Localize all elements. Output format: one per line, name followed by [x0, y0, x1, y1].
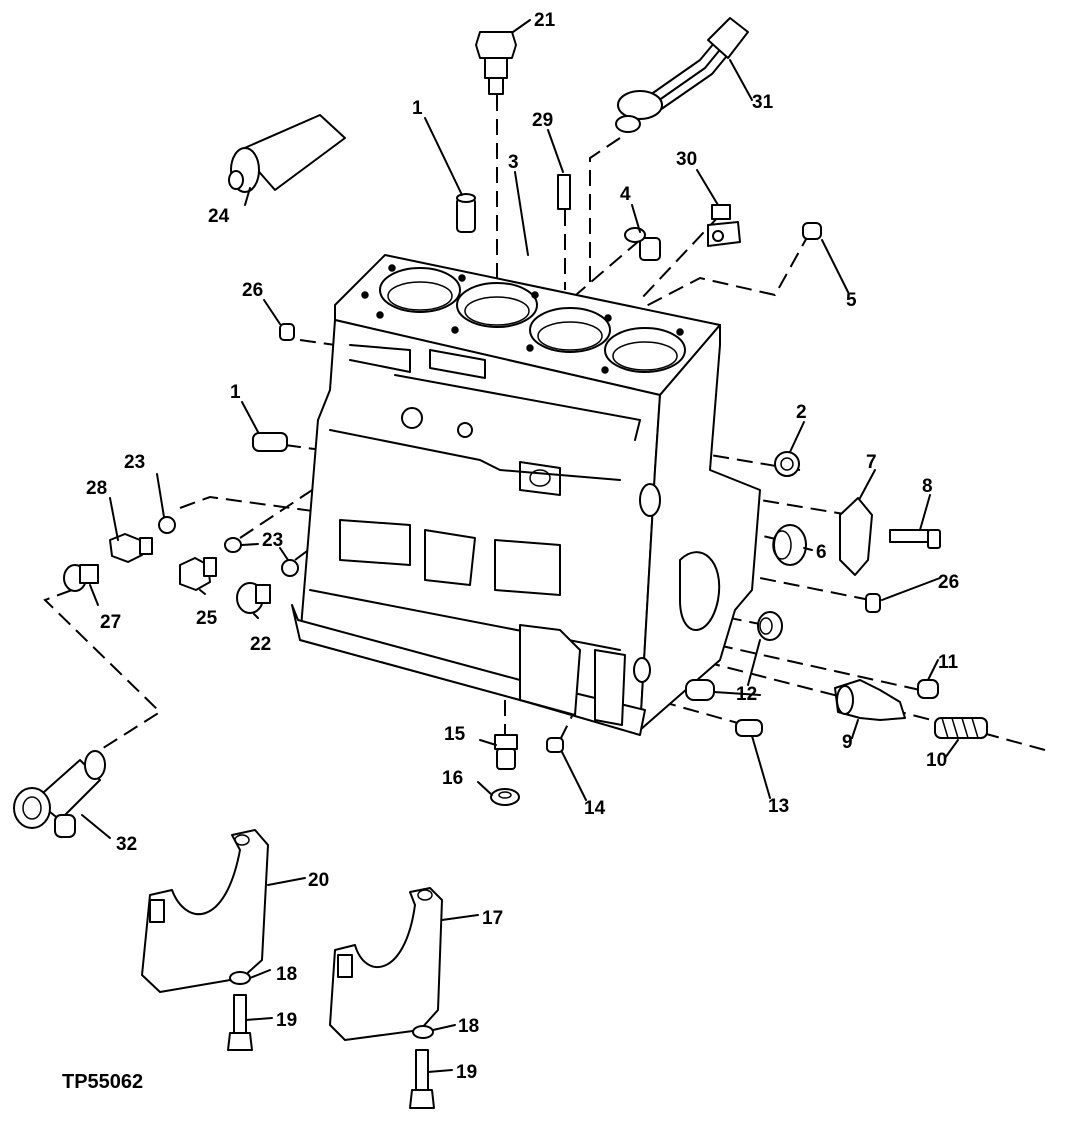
- part-4-plug: [624, 227, 661, 261]
- callouts: 21 31 1 29 3 30 4 24 26 5 1 2 23 7 28 8 …: [86, 10, 959, 1083]
- callout-1-left: 1: [230, 382, 241, 403]
- part-9-valve: [834, 679, 906, 721]
- part-18-washer-b: [412, 1025, 434, 1039]
- callout-21: 21: [534, 10, 556, 31]
- callout-5: 5: [846, 290, 857, 311]
- part-14-plug: [546, 737, 564, 753]
- part-12-bushing-b: [685, 679, 715, 701]
- part-22-plug: [236, 582, 271, 614]
- part-8-cap-screw: [889, 529, 941, 549]
- callout-6: 6: [816, 542, 827, 563]
- part-16-seal-ring: [490, 788, 520, 806]
- callout-18-left: 18: [276, 964, 297, 985]
- part-32-tee-fitting: [13, 750, 106, 838]
- part-20-bearing-cap: [141, 829, 269, 993]
- part-7-thrust-plate: [839, 497, 873, 576]
- callout-18-right: 18: [458, 1016, 479, 1037]
- part-15-fitting: [494, 734, 518, 770]
- callout-9: 9: [842, 732, 853, 753]
- part-31-sensor: [615, 17, 749, 133]
- callout-2: 2: [796, 402, 807, 423]
- part-27-fitting: [63, 564, 99, 592]
- callout-27: 27: [100, 612, 121, 633]
- callout-7: 7: [866, 452, 877, 473]
- callout-20: 20: [308, 870, 329, 891]
- part-6-bushing: [772, 524, 807, 566]
- callout-26-right: 26: [938, 572, 959, 593]
- part-28-fitting: [109, 533, 153, 563]
- part-12-bushing-a: [757, 611, 783, 641]
- callout-32: 32: [116, 834, 137, 855]
- callout-19-right: 19: [456, 1062, 477, 1083]
- callout-13: 13: [768, 796, 789, 817]
- callout-25: 25: [196, 608, 218, 629]
- callout-3: 3: [508, 152, 519, 173]
- part-30-switch: [707, 204, 741, 247]
- callout-8: 8: [922, 476, 933, 497]
- part-29-stud: [557, 174, 571, 210]
- callout-4: 4: [620, 184, 631, 205]
- figure-id: TP55062: [62, 1071, 143, 1093]
- cylinder-block: [291, 254, 761, 736]
- part-11-plug: [917, 679, 939, 699]
- leader-lines: [81, 19, 959, 1073]
- callout-10: 10: [926, 750, 947, 771]
- part-23-o-ring-a: [158, 516, 176, 534]
- callout-11: 11: [938, 652, 959, 673]
- part-13-dowel: [735, 719, 763, 737]
- part-26-plug-a: [279, 323, 295, 341]
- part-5-plug: [802, 222, 822, 240]
- callout-23-top: 23: [124, 452, 145, 473]
- callout-29: 29: [532, 110, 553, 131]
- callout-15: 15: [444, 724, 466, 745]
- part-10-spring: [934, 717, 988, 739]
- callout-12: 12: [736, 684, 757, 705]
- callout-1-top: 1: [412, 98, 423, 119]
- part-25-plug: [179, 557, 217, 591]
- part-23-o-ring-b: [224, 537, 242, 553]
- callout-26-top: 26: [242, 280, 263, 301]
- callout-14: 14: [584, 798, 606, 819]
- callout-31: 31: [752, 92, 774, 113]
- callout-17: 17: [482, 908, 503, 929]
- part-26-plug-b: [865, 593, 881, 613]
- part-1-dowel-left: [252, 432, 288, 452]
- part-21-fitting: [475, 31, 517, 95]
- callout-22: 22: [250, 634, 271, 655]
- part-17-bearing-cap: [329, 887, 443, 1041]
- callout-30: 30: [676, 149, 697, 170]
- callout-16: 16: [442, 768, 463, 789]
- part-1-dowel-top: [456, 193, 476, 233]
- part-23-o-ring-c: [281, 559, 299, 577]
- callout-23-mid: 23: [262, 530, 283, 551]
- part-19-cap-screw-b: [409, 1049, 435, 1109]
- part-19-cap-screw-a: [227, 994, 253, 1051]
- callout-28: 28: [86, 478, 107, 499]
- parts: [13, 17, 988, 1109]
- part-24-sealant-tube: [228, 114, 346, 193]
- callout-19-left: 19: [276, 1010, 297, 1031]
- part-2-bushing: [774, 451, 800, 477]
- callout-24: 24: [208, 206, 230, 227]
